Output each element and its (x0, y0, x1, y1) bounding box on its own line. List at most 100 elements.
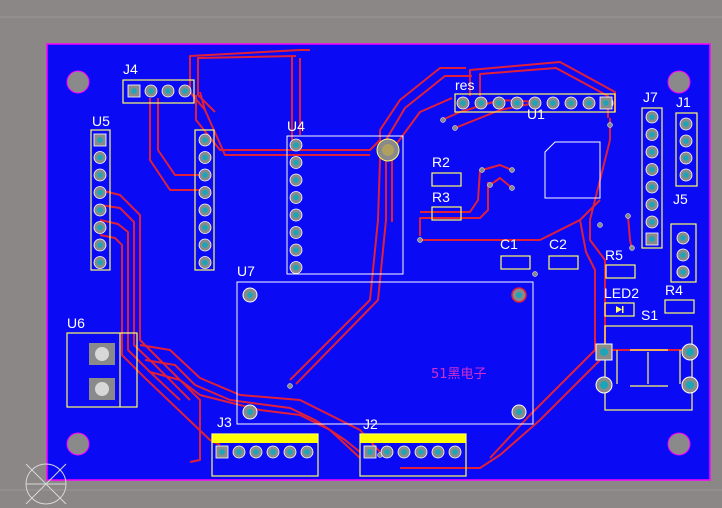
j7-pad-hole (649, 166, 655, 173)
u4-pad-hole (293, 247, 299, 253)
designator-res[interactable]: res (455, 77, 475, 93)
j2-outline (359, 433, 467, 477)
u5-left-pad-hole (97, 189, 103, 196)
j2-pad-hole (367, 449, 373, 455)
j2-pad-hole (401, 449, 407, 455)
designator-led2[interactable]: LED2 (604, 285, 640, 301)
u5-left-pad-hole (97, 137, 103, 143)
designator-c2[interactable]: C2 (549, 236, 567, 252)
j4-pad-hole (131, 88, 137, 94)
res-pad-hole (460, 100, 466, 106)
u5-right-pad-hole (202, 207, 208, 213)
component-pads (93, 84, 693, 459)
u5-right-pad-hole (202, 137, 208, 143)
u6-terminal-pads (89, 343, 115, 400)
led2-outline (604, 302, 635, 317)
res-key-pad-hole (603, 100, 609, 106)
j4-pad-hole (165, 88, 171, 94)
u5-left-outline (90, 129, 111, 271)
u4-pad-hole (293, 142, 299, 148)
u4-pad-hole (293, 229, 299, 236)
s1-outline (604, 325, 693, 411)
r2-outline (431, 172, 462, 187)
u5-right-pad-hole (202, 224, 208, 231)
j2-pad-hole (435, 449, 441, 455)
u5-left-pad-hole (97, 259, 103, 266)
j1-pad-hole (683, 121, 689, 127)
u5-right-outline (194, 129, 215, 271)
r3-outline (431, 206, 462, 221)
designator-c1[interactable]: C1 (500, 236, 518, 252)
j1-pad-hole (683, 138, 689, 144)
res-header-outline (454, 93, 616, 113)
u5-right-pad-hole (202, 189, 208, 196)
j4-outline (122, 79, 195, 104)
j1-pad-hole (683, 172, 689, 178)
s1-pads (595, 343, 699, 394)
j7-pad-hole (649, 219, 655, 225)
j2-pad-hole (384, 449, 390, 455)
designator-j7[interactable]: J7 (643, 89, 658, 105)
c2-outline (548, 255, 579, 270)
j7-pad-hole (649, 114, 655, 120)
u5-left-pad-hole (97, 172, 103, 178)
u4-pad-hole (293, 264, 299, 271)
u5-left-pad-hole (97, 224, 103, 231)
u4-outline (286, 135, 404, 275)
u5-right-pad-hole (202, 242, 208, 248)
designator-j2[interactable]: J2 (363, 416, 378, 432)
u5-left-pad-hole (97, 242, 103, 248)
watermark-text: 51黑电子 (431, 367, 487, 382)
j3-outline (211, 433, 319, 477)
u4-pad-hole (293, 177, 299, 183)
r5-outline (605, 264, 636, 279)
designator-u5[interactable]: U5 (92, 113, 110, 129)
designator-u1[interactable]: U1 (527, 106, 545, 122)
designator-r4[interactable]: R4 (665, 282, 683, 298)
designator-j4[interactable]: J4 (123, 61, 138, 77)
j4-pad-hole (148, 88, 154, 94)
res-pad-hole (586, 100, 592, 106)
j4-pad-hole (182, 88, 188, 94)
j1-pad-hole (683, 155, 689, 161)
res-pad-hole (514, 100, 520, 106)
designator-r5[interactable]: R5 (605, 247, 623, 263)
j3-key-bar (212, 434, 318, 443)
u6-outline (66, 332, 138, 408)
designator-u4[interactable]: U4 (287, 118, 305, 134)
designator-j3[interactable]: J3 (217, 414, 232, 430)
vias (287, 117, 635, 458)
origin-marker-icon (25, 463, 67, 505)
u7-outline (236, 281, 534, 425)
designator-r3[interactable]: R3 (432, 189, 450, 205)
j3-pad-hole (270, 449, 276, 455)
j7-outline (641, 107, 663, 249)
designator-j5[interactable]: J5 (673, 191, 688, 207)
j7-pad-hole (649, 149, 655, 155)
j7-pad-hole (649, 184, 655, 190)
designator-u7[interactable]: U7 (237, 263, 255, 279)
u4-pad-hole (293, 159, 299, 166)
designator-s1[interactable]: S1 (641, 307, 659, 323)
res-pad-hole (550, 100, 556, 106)
res-pad-hole (568, 100, 574, 106)
j5-outline (670, 223, 697, 283)
res-pad-hole (532, 100, 538, 106)
j7-pad-hole (649, 131, 655, 138)
c1-outline (500, 255, 531, 270)
u5-left-pad-hole (97, 154, 103, 161)
u5-right-pad-hole (202, 259, 208, 266)
u5-right-pad-hole (202, 172, 208, 178)
u5-left-pad-hole (97, 207, 103, 213)
mounting-holes (66, 70, 691, 456)
j5-last-pad-hole (680, 269, 686, 275)
j1-outline (675, 112, 698, 187)
j2-key-bar (360, 434, 466, 443)
designator-j1[interactable]: J1 (676, 94, 691, 110)
res-pad-hole (496, 100, 502, 106)
designator-r2[interactable]: R2 (432, 154, 450, 170)
j3-pad-hole (219, 449, 225, 455)
designator-u6[interactable]: U6 (67, 315, 85, 331)
led-symbol-icon (616, 306, 624, 313)
